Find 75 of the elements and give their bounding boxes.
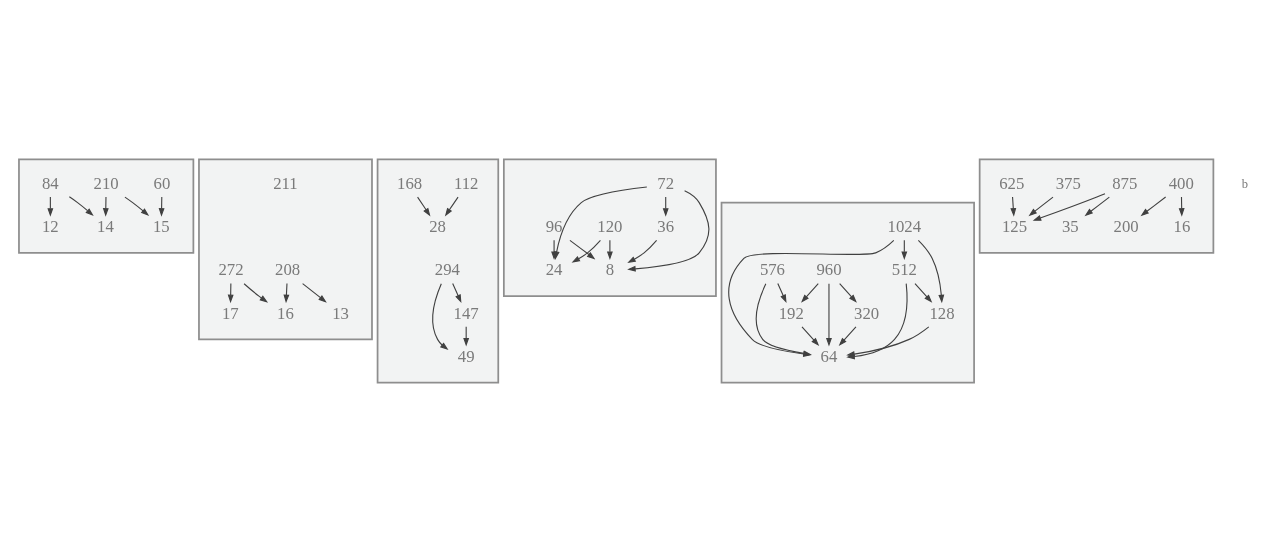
arrow [838,326,857,347]
node-text: 8 [605,260,615,280]
node-text: 17 [221,303,239,323]
arrow [571,239,601,263]
arrow [569,239,596,260]
arrow [1010,196,1017,217]
arrow [432,283,449,351]
node-text: 320 [854,303,880,323]
node-text: 210 [93,173,119,193]
node-text: 16 [277,303,294,323]
node-text: 576 [759,260,786,280]
arrow [627,190,710,272]
node-text: 625 [999,173,1025,193]
arrow [627,239,658,264]
node-text: 60 [153,173,171,193]
arrow [1140,196,1167,217]
arrow [839,283,857,303]
arrow [801,283,819,303]
node-text: 49 [457,346,475,366]
node-text: 211 [273,173,298,193]
arrow [243,283,269,303]
arrow [826,283,832,347]
node-text: 272 [218,260,244,280]
arrow [124,196,150,217]
arrow [283,283,290,304]
arrow [68,196,94,217]
label: b [1241,176,1248,191]
node-text: 72 [657,173,675,193]
node-text: 200 [1113,217,1139,237]
node-text: 13 [332,303,349,323]
arrow [606,239,613,260]
arrow [417,196,431,217]
node-text: 128 [929,303,955,323]
cluster [376,158,500,384]
cluster [978,158,1215,254]
arrow [452,283,462,304]
node-text: 96 [545,217,563,237]
node-text: 15 [152,217,170,237]
node-text: 125 [1001,217,1028,237]
node-text: 24 [545,260,563,280]
node-text: 294 [434,260,460,280]
node-text: 28 [429,217,446,237]
node-text: 112 [453,173,479,193]
arrow [1028,196,1054,217]
arrow [914,283,933,303]
cluster [18,158,195,254]
node-text: 36 [657,217,675,237]
node-text: 400 [1168,173,1194,193]
node-text: 875 [1112,173,1138,193]
arrow [1032,193,1106,221]
cluster [198,158,373,341]
node-text: 12 [41,217,59,237]
arrow [444,196,459,217]
cluster [503,158,717,297]
node-text: 147 [453,303,479,323]
node-text: 375 [1055,173,1081,193]
node-text: 960 [816,260,842,280]
arrow [917,239,945,304]
node-text: 35 [1061,217,1079,237]
cluster [720,201,975,384]
node-text: 84 [41,173,59,193]
node-text: 168 [397,173,423,193]
arrow [801,326,820,347]
node-text: 208 [275,260,301,280]
node-text: 512 [891,260,917,280]
arrow [302,283,327,303]
node-text: 16 [1173,217,1191,237]
node-text: 14 [97,217,114,237]
node-text: 120 [597,217,623,237]
arrow [1084,196,1110,217]
node-text: 192 [778,303,804,323]
node-text: 1024 [887,217,922,237]
node-text: 64 [820,346,838,366]
arrow [102,196,109,217]
arrow [777,283,787,304]
